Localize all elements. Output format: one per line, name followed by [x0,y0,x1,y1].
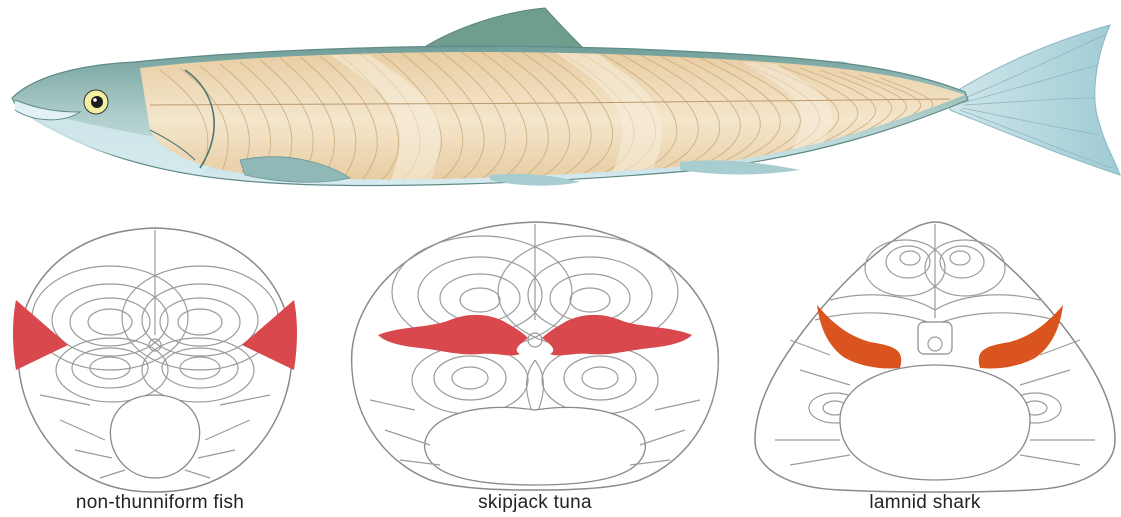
caption-non-thunniform-fish: non-thunniform fish [20,492,300,514]
caption-lamnid-shark: lamnid shark [790,492,1060,514]
cross-section-skipjack-tuna [352,222,719,490]
cross-section-lamnid-shark [755,222,1115,492]
fish-side-view [12,8,1120,200]
caption-skipjack-tuna: skipjack tuna [405,492,665,514]
tail-fin [950,25,1120,175]
cross-section-non-thunniform [13,228,297,492]
